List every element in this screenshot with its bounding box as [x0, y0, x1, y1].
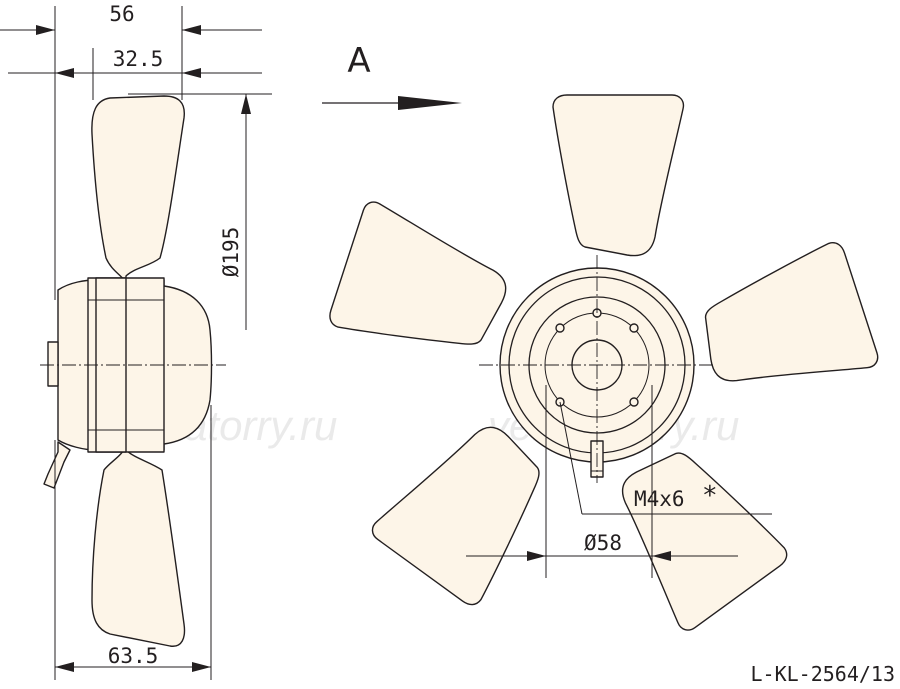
screw-note-mark: * — [702, 481, 718, 511]
side-view-cable-outlet — [43, 441, 71, 489]
side-view-shaft-stub — [47, 341, 59, 387]
leader-screw: M4x6 * — [559, 401, 772, 515]
screw-hole — [629, 397, 639, 407]
dimension-blade-offset: 32.5 — [8, 47, 262, 100]
dimension-hub-depth-label: 63.5 — [108, 644, 159, 668]
dimension-blade-offset-label: 32.5 — [113, 47, 164, 71]
view-letter: A — [347, 41, 370, 81]
dimension-overall-depth: 56 — [0, 2, 262, 300]
dimension-bore-diameter-label: Ø58 — [584, 531, 622, 555]
dimension-diameter: Ø195 — [128, 93, 272, 330]
dimension-overall-depth-label: 56 — [109, 2, 134, 26]
view-direction-arrow: A — [322, 41, 462, 110]
dimension-hub-depth: 63.5 — [54, 405, 212, 680]
screw-hole — [555, 323, 565, 333]
drawing-code: L-KL-2564/13 — [751, 662, 896, 686]
side-view-blade-bottom — [91, 445, 186, 647]
front-view — [325, 94, 882, 635]
front-view-screw-holes — [555, 308, 639, 407]
dimension-bore-diameter: Ø58 — [466, 385, 738, 578]
front-view-blade-5 — [325, 198, 521, 374]
side-view-blade-top — [91, 95, 185, 285]
front-view-blade-1 — [552, 94, 685, 257]
front-view-blade-2 — [686, 239, 882, 415]
side-view — [40, 95, 226, 647]
screw-hole — [629, 323, 639, 333]
dimension-diameter-label: Ø195 — [219, 227, 243, 278]
screw-spec-label: M4x6 — [634, 487, 685, 511]
